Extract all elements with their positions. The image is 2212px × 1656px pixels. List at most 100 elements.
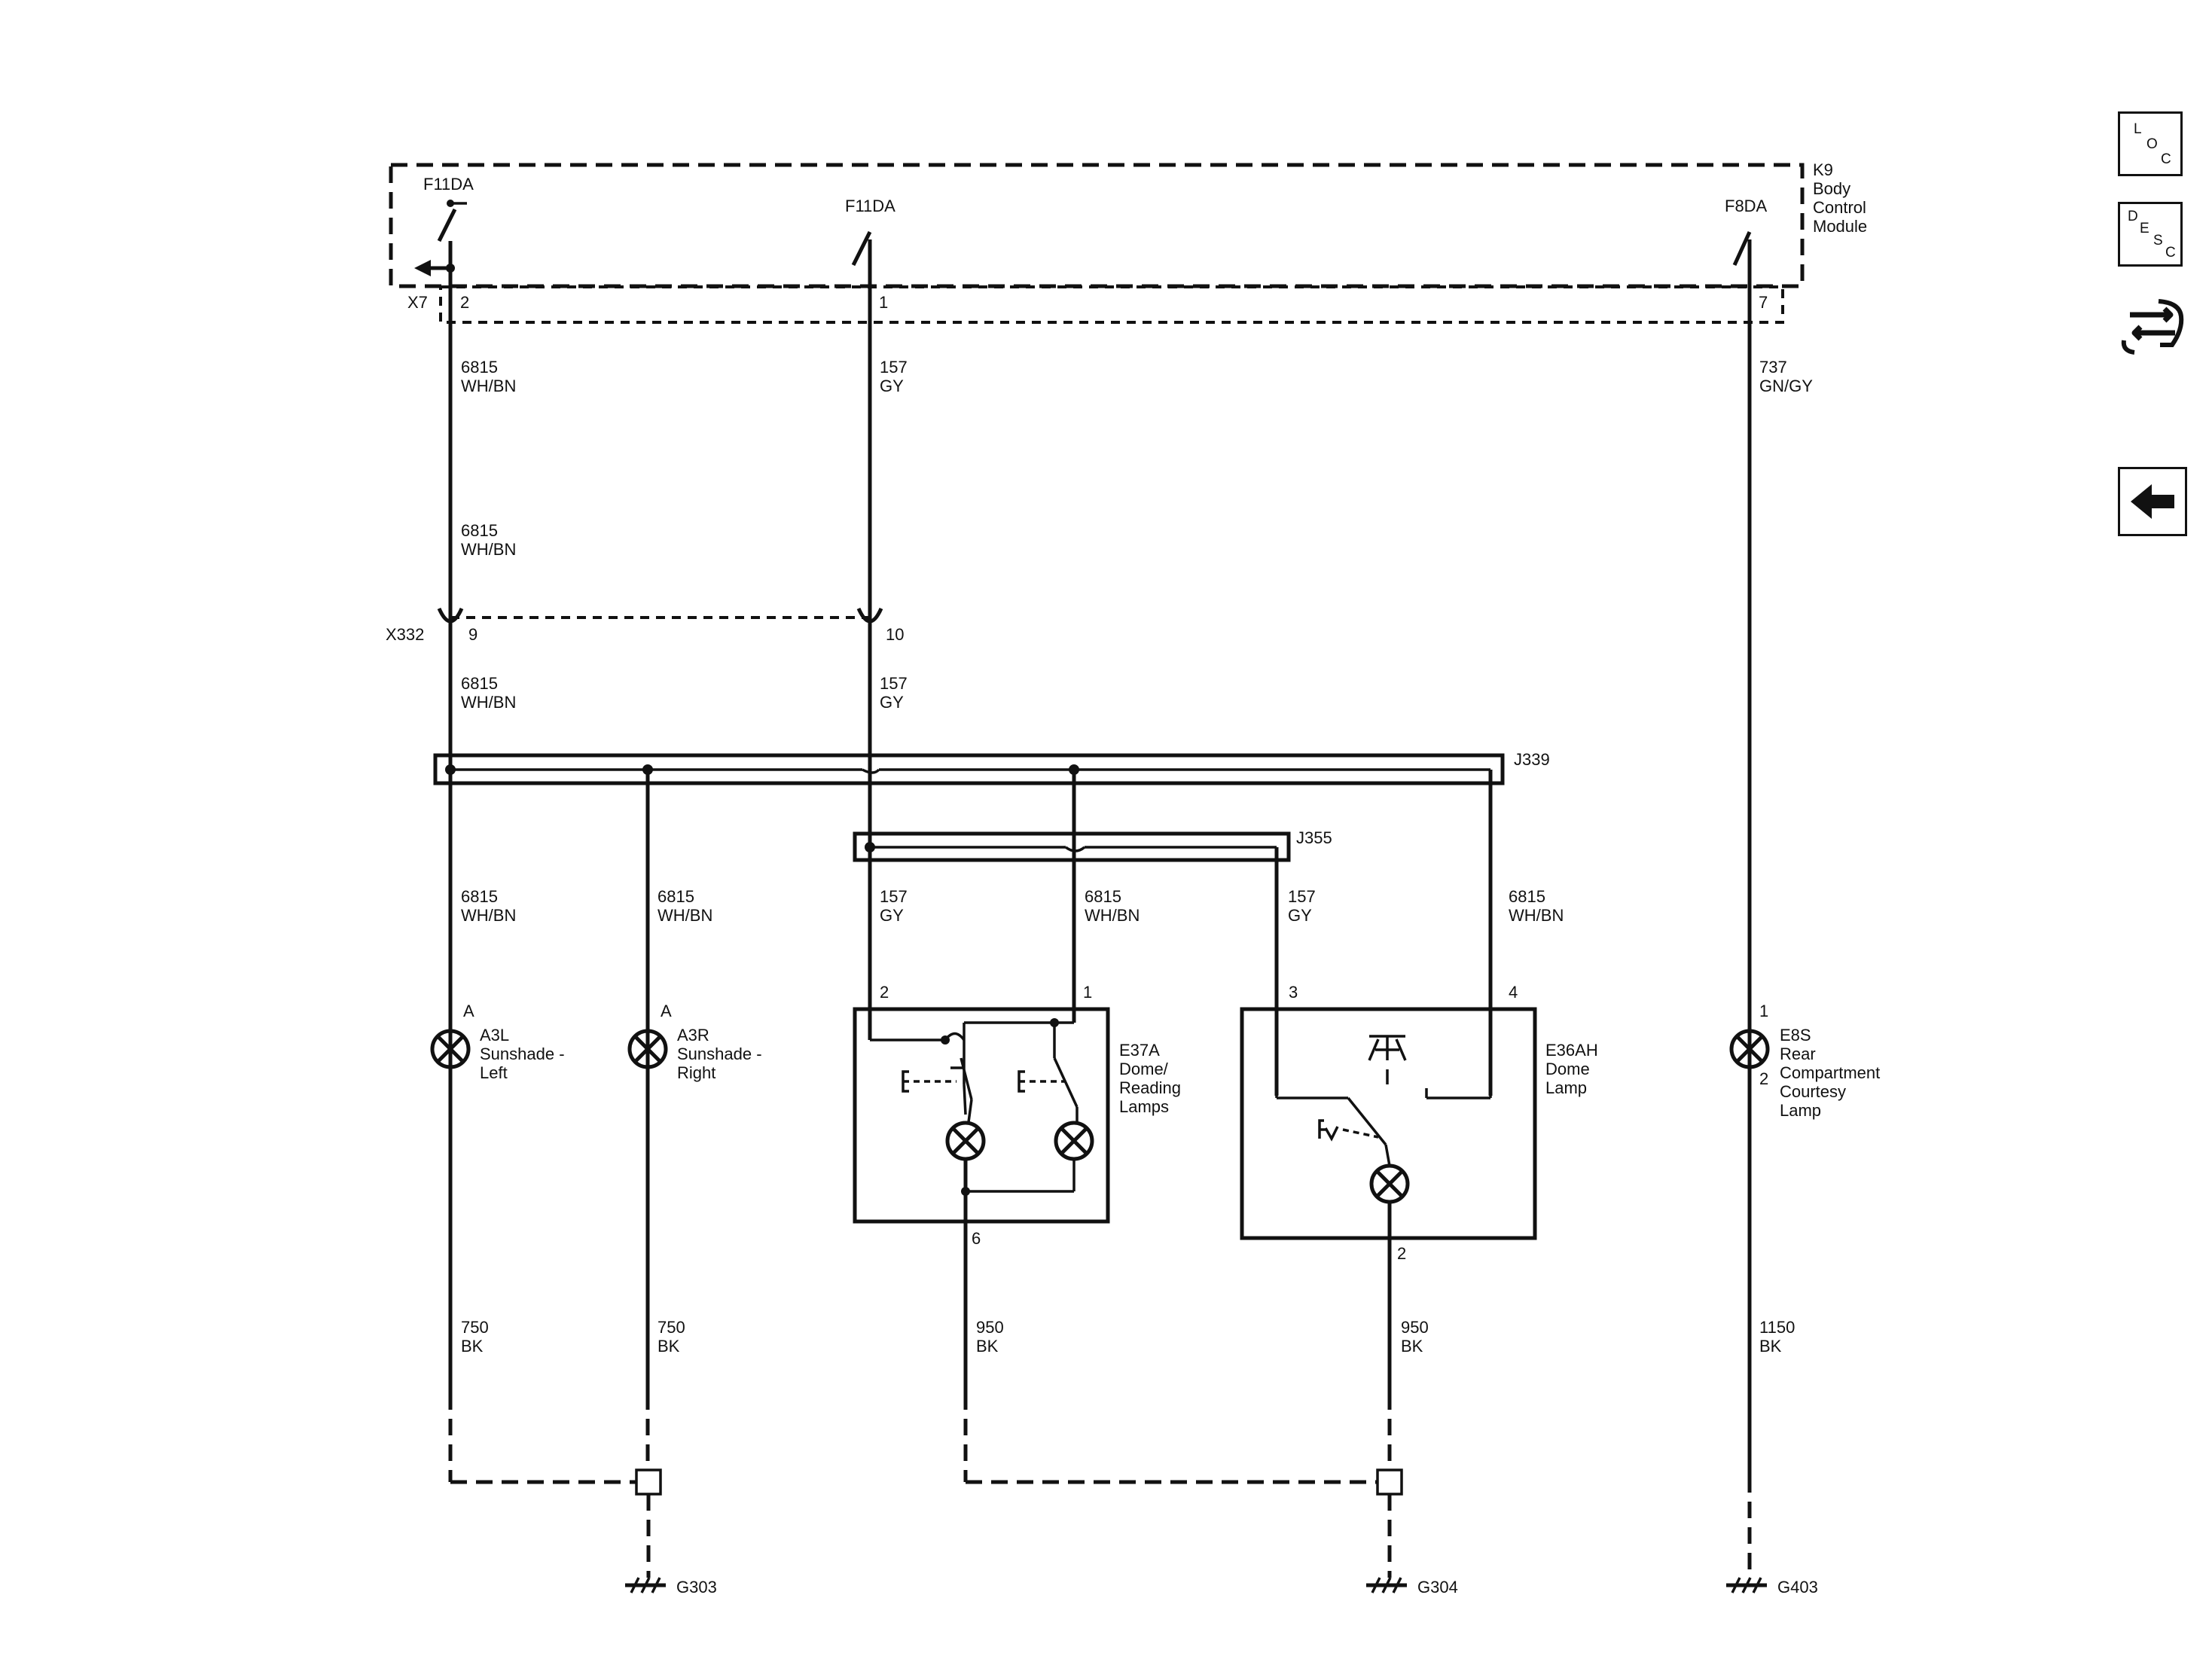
splice-j355: J355 (853, 828, 1332, 1096)
e36ah-id: E36AH (1545, 1041, 1598, 1060)
wire-950-circuit: 950 (976, 1318, 1004, 1337)
fuse-f11da-middle: F11DA (845, 197, 895, 866)
wire-737-circuit: 737 (1759, 358, 1787, 377)
a3l-id: A3L (480, 1026, 509, 1045)
x332-label: X332 (386, 625, 424, 644)
a3l-sunshade-left-lamp: A A3L Sunshade - Left (430, 1002, 565, 1082)
wire-6815-color: WH/BN (461, 377, 516, 395)
ground-g303: G303 (448, 1393, 717, 1597)
module-name-line-1: Body (1813, 179, 1850, 198)
location-button[interactable]: L O C (2118, 111, 2183, 176)
back-arrow-icon (2131, 484, 2174, 519)
a3l-name-1: Sunshade - (480, 1045, 565, 1063)
wire-1150-color: BK (1759, 1337, 1782, 1356)
a3r-name-2: Right (677, 1063, 715, 1082)
connector-swap-icon[interactable] (2115, 286, 2190, 361)
a3r-sunshade-right-lamp: A A3R Sunshade - Right (627, 1002, 762, 1082)
desc-letter-c: C (2165, 245, 2176, 261)
wire-950-color: BK (976, 1337, 999, 1356)
e36ah-pin-2: 2 (1397, 1244, 1406, 1263)
wire-6815-color: WH/BN (657, 906, 712, 925)
a3r-id: A3R (677, 1026, 709, 1045)
module-name-line-2: Control (1813, 198, 1866, 217)
e8s-pin-2: 2 (1759, 1069, 1768, 1088)
desc-letter-d: D (2128, 209, 2138, 224)
e36ah-pin-3: 3 (1289, 983, 1298, 1002)
wire-157-color: GY (880, 693, 904, 712)
wire-6815-circuit: 6815 (461, 887, 498, 906)
wire-6815-color: WH/BN (461, 540, 516, 559)
e8s-pin-1: 1 (1759, 1002, 1768, 1020)
e8s-name-1: Rear (1780, 1045, 1816, 1063)
x332-pin-9: 9 (468, 625, 477, 644)
wire-6815-color: WH/BN (1509, 906, 1564, 925)
wire-157-color: GY (880, 906, 904, 925)
e37a-pin-6: 6 (972, 1229, 981, 1248)
a3r-pin: A (661, 1002, 672, 1020)
wire-6815-color: WH/BN (461, 693, 516, 712)
wire-6815-circuit: 6815 (461, 521, 498, 540)
wire-6815-circuit: 6815 (461, 358, 498, 377)
j339-label: J339 (1514, 750, 1550, 769)
loc-letter-l: L (2134, 121, 2142, 137)
j355-label: J355 (1296, 828, 1332, 847)
wire-6815-circuit: 6815 (1085, 887, 1121, 906)
e37a-pin-2: 2 (880, 983, 889, 1002)
e8s-name-4: Lamp (1780, 1101, 1821, 1120)
wire-6815-circuit: 6815 (1509, 887, 1545, 906)
x7-pin-2: 2 (460, 293, 469, 312)
e36ah-name-2: Lamp (1545, 1078, 1587, 1097)
wire-950-circuit: 950 (1401, 1318, 1429, 1337)
fuse-f8da: F8DA (1725, 197, 1768, 1476)
ground-g304: G304 (963, 1393, 1458, 1597)
desc-letter-s: S (2153, 233, 2163, 249)
g304-label: G304 (1417, 1578, 1458, 1597)
g303-label: G303 (676, 1578, 717, 1597)
loc-letter-c: C (2161, 151, 2171, 167)
e8s-rear-compartment-courtesy-lamp: 1 2 E8S Rear Compartment Courtesy Lamp (1729, 1002, 1880, 1120)
e8s-id: E8S (1780, 1026, 1811, 1045)
desc-letter-e: E (2140, 221, 2149, 236)
a3r-name-1: Sunshade - (677, 1045, 762, 1063)
wire-737-color: GN/GY (1759, 377, 1813, 395)
description-button[interactable]: D E S C (2118, 202, 2183, 267)
g403-label: G403 (1777, 1578, 1818, 1597)
wire-1150-circuit: 1150 (1759, 1318, 1795, 1337)
wire-157-circuit: 157 (880, 674, 908, 693)
a3l-pin: A (463, 1002, 474, 1020)
x7-connector-outline (439, 285, 1784, 324)
wire-157-circuit: 157 (1288, 887, 1316, 906)
wire-157-color: GY (880, 377, 904, 395)
splice-j339: J339 (433, 750, 1550, 1096)
body-control-module-outline (389, 163, 1805, 288)
e37a-dome-reading-lamps: 2 1 6 E37A Dome/ Reading (853, 983, 1181, 1393)
wire-950-color: BK (1401, 1337, 1423, 1356)
e37a-id: E37A (1119, 1041, 1160, 1060)
e37a-pin-1: 1 (1083, 983, 1092, 1002)
x7-pin-7: 7 (1759, 293, 1768, 312)
wire-750-color: BK (657, 1337, 680, 1356)
loc-letter-o: O (2146, 136, 2158, 152)
e8s-name-2: Compartment (1780, 1063, 1880, 1082)
wire-750-circuit: 750 (657, 1318, 685, 1337)
e8s-name-3: Courtesy (1780, 1082, 1846, 1101)
fuse-f11da-left: F11DA (414, 175, 474, 1393)
x7-pin-1: 1 (879, 293, 888, 312)
wire-157-circuit: 157 (880, 887, 908, 906)
x332-connector: X332 9 10 (386, 607, 904, 644)
module-id: K9 (1813, 160, 1833, 179)
e36ah-dome-lamp: 3 4 2 E36AH Dome Lamp (1240, 983, 1598, 1393)
wire-6815-circuit: 6815 (461, 674, 498, 693)
module-name-line-3: Module (1813, 217, 1867, 236)
wire-157-circuit: 157 (880, 358, 908, 377)
fuse-label: F11DA (423, 175, 474, 194)
wire-6815-color: WH/BN (1085, 906, 1140, 925)
back-button[interactable] (2118, 467, 2187, 536)
wire-6815-circuit: 6815 (657, 887, 694, 906)
fuse-label: F8DA (1725, 197, 1768, 215)
door-switch-icon (1368, 1035, 1407, 1061)
e37a-name-1: Dome/ (1119, 1060, 1169, 1078)
e36ah-pin-4: 4 (1509, 983, 1518, 1002)
wire-6815-color: WH/BN (461, 906, 516, 925)
